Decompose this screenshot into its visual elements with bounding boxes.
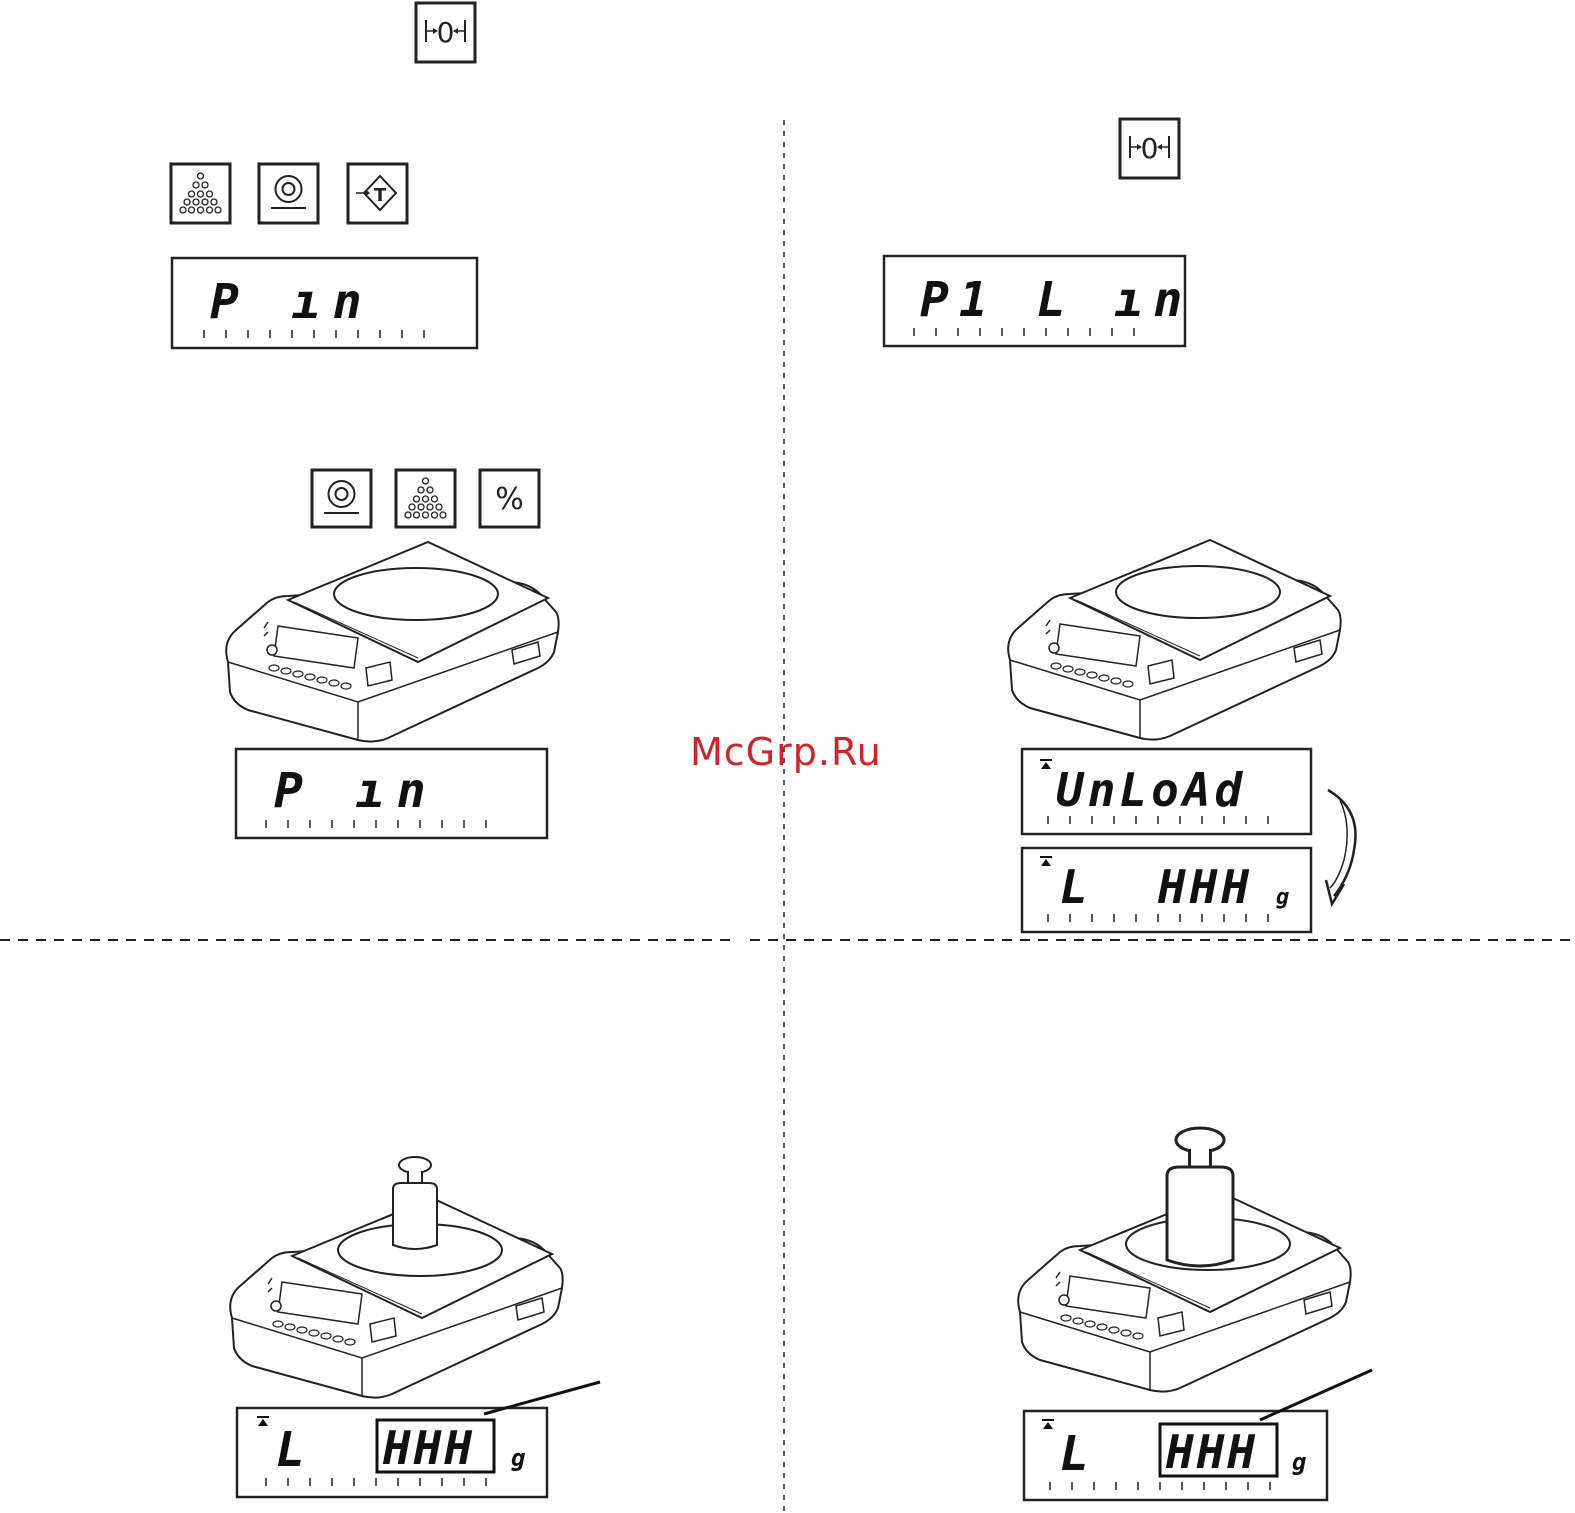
display-prefix: L bbox=[1060, 860, 1088, 914]
percent-button[interactable]: % bbox=[480, 470, 539, 527]
display-l-hhh-bottom-right: L HHH g bbox=[1024, 1411, 1327, 1500]
display-unit: g bbox=[511, 1444, 525, 1472]
display-text: HHH bbox=[1165, 1425, 1258, 1479]
tare-button[interactable]: T bbox=[348, 164, 407, 223]
zero-button-icon-right[interactable]: 0 bbox=[1120, 119, 1179, 178]
display-pin-middle: P ın bbox=[236, 749, 547, 838]
display-text: P ın bbox=[210, 274, 374, 330]
display-prefix: L bbox=[1060, 1426, 1089, 1482]
cycle-arrow-icon bbox=[1326, 790, 1356, 904]
display-unit: g bbox=[1276, 885, 1289, 910]
display-text: P1 L ın bbox=[920, 272, 1192, 328]
calibration-weight-large bbox=[1167, 1128, 1233, 1266]
zero-symbol: 0 bbox=[1141, 132, 1159, 165]
zero-button-icon[interactable]: 0 bbox=[416, 3, 475, 62]
zero-symbol: 0 bbox=[437, 16, 455, 49]
display-p1-lin: P1 L ın bbox=[884, 256, 1192, 346]
piece-count-button[interactable] bbox=[171, 164, 230, 223]
watermark: McGrp.Ru bbox=[690, 730, 882, 774]
tare-symbol: T bbox=[374, 185, 387, 206]
piece-count-button-2[interactable] bbox=[396, 470, 455, 527]
display-text: P ın bbox=[274, 763, 438, 819]
display-unit: g bbox=[1292, 1448, 1306, 1476]
display-unload: UnLoAd bbox=[1022, 749, 1311, 834]
percent-button-icon: % bbox=[495, 482, 524, 517]
display-l-hhh-right-top: L HHH g bbox=[1022, 848, 1311, 932]
balance-scale-1 bbox=[226, 542, 558, 742]
weighing-mode-button-2[interactable] bbox=[312, 470, 371, 527]
weighing-mode-button[interactable] bbox=[259, 164, 318, 223]
balance-scale-2 bbox=[1008, 540, 1340, 740]
display-text: UnLoAd bbox=[1056, 763, 1246, 817]
display-prefix: L bbox=[276, 1422, 305, 1478]
display-l-hhh-bottom-left: L HHH g bbox=[237, 1408, 547, 1497]
calibration-weight-small bbox=[393, 1157, 437, 1249]
display-text: HHH bbox=[382, 1421, 475, 1475]
display-text: HHH bbox=[1157, 860, 1253, 914]
display-pin-top: P ın bbox=[172, 258, 477, 348]
